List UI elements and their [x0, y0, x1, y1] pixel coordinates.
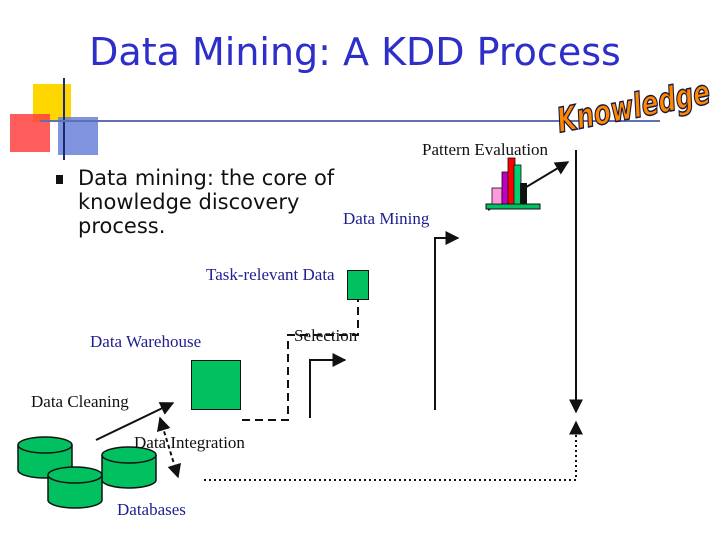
knowledge-wordart: Knowledge [553, 74, 714, 134]
arrow-selection [309, 353, 347, 418]
label-selection: Selection [294, 326, 358, 345]
task-relevant-data-box [347, 270, 369, 300]
label-pattern-evaluation: Pattern Evaluation [422, 140, 549, 159]
arrow-data-mining [434, 231, 460, 410]
pattern-chart-icon [485, 157, 541, 210]
page-title: Data Mining: A KDD Process [89, 30, 621, 74]
label-data-cleaning: Data Cleaning [31, 392, 129, 411]
data-warehouse-box [191, 360, 241, 410]
database-cylinder [47, 466, 103, 509]
dashed-warehouse-to-taskdata [242, 295, 359, 421]
label-data-mining: Data Mining [343, 209, 430, 228]
arrow-databases-to-cleaning [95, 402, 175, 441]
deco-vertical-line [63, 78, 65, 160]
label-databases: Databases [117, 500, 186, 519]
dotted-feedback [204, 420, 583, 481]
bullet-icon [56, 175, 63, 184]
deco-horizontal-line [40, 120, 660, 122]
arrow-integration-dashed [156, 416, 182, 479]
label-data-integration: Data Integration [134, 433, 245, 452]
bullet-text: Data mining: the core of knowledge disco… [78, 166, 335, 238]
label-data-warehouse: Data Warehouse [90, 332, 202, 351]
label-task-relevant-data: Task-relevant Data [206, 265, 335, 284]
database-cylinder [101, 446, 157, 489]
